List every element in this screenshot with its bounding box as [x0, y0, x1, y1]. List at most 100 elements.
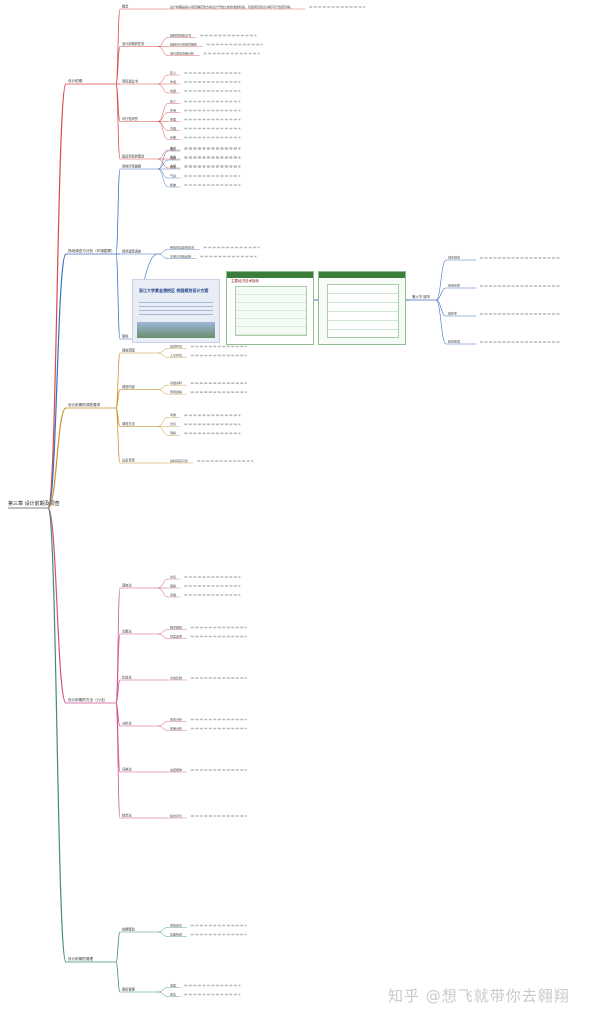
connector-line	[157, 121, 169, 131]
leaf-label: 方案比较	[170, 675, 182, 680]
slide-header-band	[227, 272, 313, 278]
group-label: 分析法	[122, 721, 132, 726]
right-branch-label: 第六节 城市	[412, 294, 431, 299]
branch-label: 设计前期的调查要求	[68, 402, 101, 407]
connector-line	[115, 46, 121, 85]
connector-line	[157, 389, 169, 395]
group-label: 项目建议书	[122, 79, 139, 84]
group-label: 场地环境勘察	[122, 164, 142, 169]
case-photo-text-block	[139, 302, 213, 318]
leaf-label: 项目定位	[170, 922, 182, 927]
table-header-text: 主要经济技术指标	[231, 279, 259, 283]
group-label: 注意事项	[122, 458, 136, 463]
leaf-label: 作用	[170, 154, 176, 159]
right-leaf-label: 容积率	[448, 311, 457, 316]
group-label: 文献法	[122, 629, 132, 634]
leaf-label: 作用	[170, 79, 176, 84]
right-leaf-label: 建筑密度	[448, 339, 460, 344]
connector-line	[157, 150, 169, 170]
leaf-label: 水文	[170, 164, 176, 169]
group-label: 前期策划	[122, 927, 135, 932]
connector-line	[157, 352, 169, 358]
connector-line	[47, 253, 67, 509]
connector-line	[115, 679, 121, 704]
leaf-label: 地形	[170, 146, 176, 151]
leaf-label: 内容	[170, 163, 176, 168]
leaf-label: 植被	[170, 182, 176, 187]
group-label: 概念	[122, 4, 129, 9]
group-label: 可行性研究	[122, 116, 139, 121]
watermark: 知乎 @想飞就带你去翱翔	[388, 987, 570, 1005]
connector-line	[115, 389, 121, 409]
group-label: 建设项目的策划	[122, 154, 144, 159]
connector-line	[157, 158, 169, 169]
connector-line	[157, 987, 169, 993]
group-label: 设计前期的任务	[122, 41, 145, 46]
connector-line	[115, 961, 121, 993]
connector-line	[157, 725, 169, 731]
connector-line	[157, 249, 169, 255]
connector-line	[157, 253, 169, 259]
group-label: 调查范围	[122, 348, 135, 353]
connector-line	[157, 159, 169, 170]
connector-line	[47, 407, 67, 509]
connector-line	[47, 83, 67, 509]
leaf-label: 访谈	[170, 421, 176, 426]
leaf-label: 编制项目建议书	[170, 32, 191, 37]
connector-line	[157, 931, 169, 937]
connector-line	[115, 407, 121, 464]
connector-line	[157, 37, 169, 47]
case-photo-campus-plan: 浙江大学紫金港校区 校园规划设计方案	[132, 279, 220, 343]
leaf-label: 设计前期是指从项目确定到方案设计开始之前的准备阶段，包括项目建议书和可行性研究等…	[170, 4, 293, 9]
connector-line	[157, 384, 169, 390]
group-label: 调查内容	[122, 384, 136, 389]
leaf-label: 同类案例	[170, 633, 182, 638]
right-leaf-label: 城市规划	[448, 255, 460, 260]
leaf-label: 进度	[170, 982, 176, 987]
connector-line	[115, 702, 121, 819]
connector-line	[157, 721, 169, 727]
leaf-label: 依据	[170, 116, 176, 121]
root-node-label: 第三章 设计前期及调查	[8, 500, 60, 507]
slide-header-band	[319, 272, 405, 278]
right-leaf-label: 用地性质	[448, 283, 460, 288]
group-label: 归纳法	[122, 767, 132, 772]
leaf-label: 资料真实可靠	[170, 458, 188, 463]
connector-line	[435, 299, 447, 317]
leaf-label: 定性分析	[170, 716, 182, 721]
group-label: 综合法	[122, 813, 132, 818]
case-photo-building-image	[137, 322, 215, 338]
connector-line	[115, 168, 121, 255]
leaf-label: 成本	[170, 991, 176, 996]
leaf-label: 自然环境	[170, 343, 182, 348]
group-label: 组织管理	[122, 987, 136, 992]
connector-line	[157, 348, 169, 354]
group-label: 调查法	[122, 583, 132, 588]
leaf-label: 现场勘察	[170, 389, 182, 394]
connector-line	[435, 299, 447, 345]
leaf-label: 定量分析	[170, 725, 182, 730]
connector-line	[435, 259, 447, 301]
connector-line	[157, 112, 169, 122]
leaf-label: 含义	[170, 145, 176, 150]
leaf-label: 问卷	[170, 412, 176, 417]
connector-line	[157, 417, 169, 427]
branch-label: 设计前期的方法（六法）	[68, 697, 108, 702]
leaf-label: 内容	[170, 88, 176, 93]
connector-line	[157, 168, 169, 179]
leaf-label: 观察	[170, 583, 176, 588]
leaf-label: 用地周边建筑情况	[170, 244, 194, 249]
group-label: 案例	[122, 334, 128, 339]
leaf-label: 定义	[170, 98, 176, 103]
leaf-label: 交通与市政设施	[170, 253, 191, 258]
connector-line	[157, 426, 169, 436]
connector-line	[157, 578, 169, 589]
leaf-label: 内容	[170, 125, 176, 130]
connector-line	[157, 633, 169, 639]
leaf-label: 进行项目决策分析	[170, 50, 194, 55]
data-table	[327, 284, 399, 338]
connector-line	[115, 352, 121, 409]
connector-line	[157, 927, 169, 933]
connector-line	[115, 931, 121, 963]
